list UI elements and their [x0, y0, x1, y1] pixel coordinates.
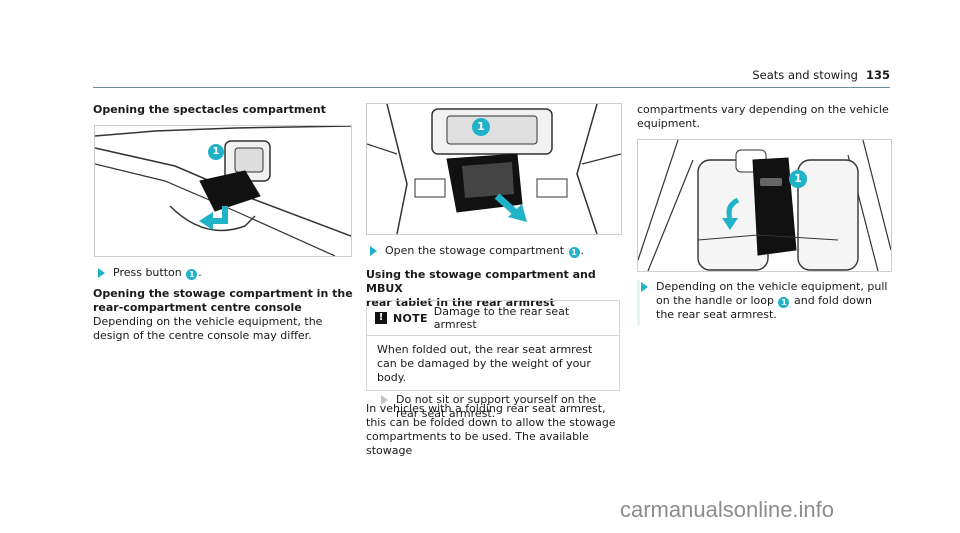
- step-arrow-icon: [370, 246, 377, 256]
- header-rule: [93, 87, 890, 88]
- note-box: ! NOTE Damage to the rear seat armrest W…: [366, 300, 620, 420]
- callout-badge: 1: [208, 144, 224, 160]
- step-arrow-icon: [98, 268, 105, 278]
- heading-spectacles-compartment: Opening the spectacles compartment: [93, 103, 326, 116]
- step-marker-bar: [637, 280, 640, 326]
- step-press-button: Press button 1.: [98, 266, 348, 280]
- note-step: Do not sit or support yourself on the re…: [377, 393, 609, 421]
- callout-badge: 1: [568, 247, 580, 258]
- paragraph-folding-armrest: In vehicles with a folding rear seat arm…: [366, 402, 616, 457]
- heading-line: rear tablet in the rear armrest: [366, 296, 555, 309]
- step-text: and fold down the rear seat armrest.: [656, 294, 872, 321]
- spectacles-compartment-drawing: [95, 126, 351, 256]
- note-title: Damage to the rear seat armrest: [433, 305, 570, 331]
- heading-mbux-tablet: Using the stowage compartment and MBUX r…: [366, 268, 624, 310]
- step-text: Open the stowage compartment: [385, 244, 565, 257]
- illustration-rear-armrest: 1: [637, 139, 892, 272]
- rear-armrest-drawing: [638, 140, 891, 271]
- heading-rear-stowage: Opening the stowage compartment in the r…: [93, 287, 355, 315]
- note-step-text: Do not sit or support yourself on the re…: [396, 393, 597, 420]
- illustration-spectacles-compartment: 1: [94, 125, 352, 257]
- rear-console-drawing: [367, 104, 621, 234]
- step-text: Press button: [113, 266, 182, 279]
- note-label: NOTE: [393, 311, 428, 325]
- paragraph-console-design: Depending on the vehicle equipment, the …: [93, 315, 323, 342]
- step-text: Depending on the vehicle equipment, pull…: [656, 280, 888, 307]
- page-number: 135: [865, 68, 890, 82]
- step-open-stowage: Open the stowage compartment 1.: [370, 244, 620, 258]
- heading-line: Opening the stowage compartment in the: [93, 287, 353, 300]
- paragraph-compartments-vary: compartments vary depending on the vehic…: [637, 103, 889, 130]
- step-fold-armrest: Depending on the vehicle equipment, pull…: [641, 280, 891, 322]
- illustration-rear-console: 1: [366, 103, 622, 235]
- warning-icon: !: [375, 312, 387, 324]
- header-title: Seats and stowing: [752, 68, 858, 82]
- callout-badge: 1: [778, 297, 790, 308]
- step-arrow-icon: [381, 395, 388, 405]
- callout-badge: 1: [472, 118, 490, 136]
- heading-line: rear-compartment centre console: [93, 301, 302, 314]
- note-text: When folded out, the rear seat armrest c…: [377, 343, 593, 384]
- running-header: Seats and stowing 135: [752, 68, 890, 82]
- watermark: carmanualsonline.info: [620, 497, 835, 522]
- note-body: When folded out, the rear seat armrest c…: [367, 336, 619, 428]
- note-header: ! NOTE Damage to the rear seat armrest: [367, 301, 619, 336]
- step-arrow-icon: [641, 282, 648, 292]
- callout-badge: 1: [186, 269, 198, 280]
- callout-badge: 1: [789, 170, 807, 188]
- heading-line: Using the stowage compartment and MBUX: [366, 268, 596, 295]
